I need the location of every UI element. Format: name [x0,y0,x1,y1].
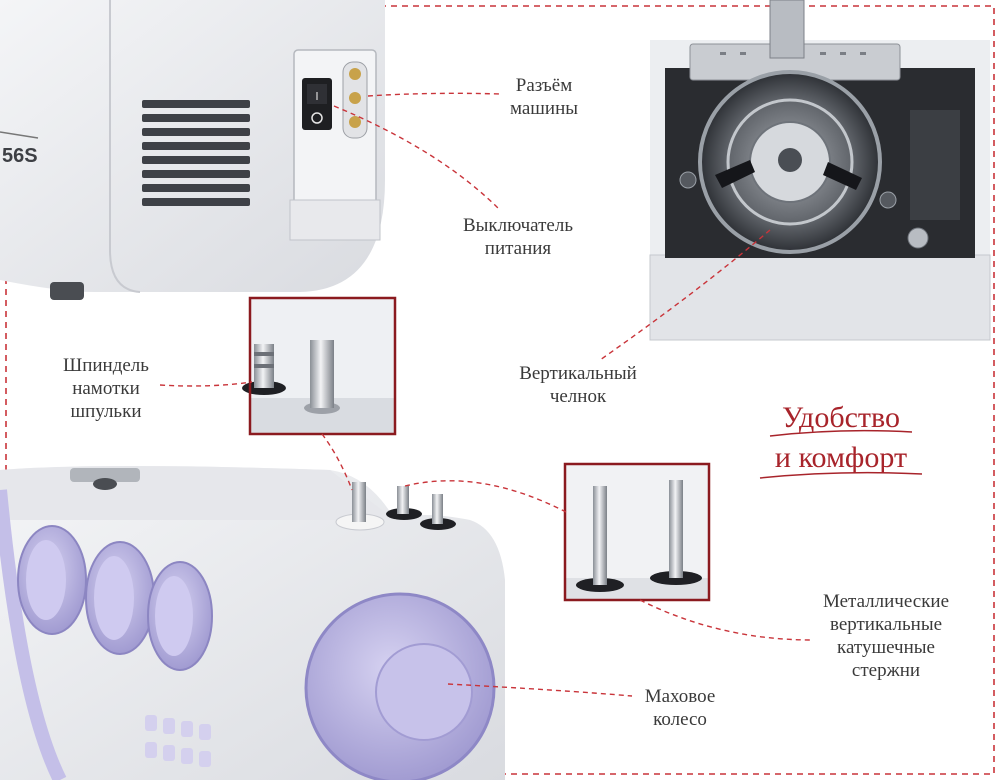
model-number-fragment: 56S [2,145,38,167]
label-spool-pins-line-3: катушечные [837,637,935,658]
label-spool-pins-line-1: Металлические [822,591,950,612]
label-bobbin-spindle-line-3: шпульки [70,401,142,422]
headline-line-2: и комфорт [774,441,908,474]
stitch-dial-3 [147,561,213,671]
label-handwheel: Маховое колесо [628,685,732,731]
leader-bobbin-to-top [321,433,353,491]
label-power-switch-line-2: питания [484,238,552,259]
stitch-dial-2 [85,541,155,655]
label-machine-connector-line-1: Разъём [515,75,573,96]
label-spool-pins-line-2: вертикальные [829,614,943,635]
label-vertical-shuttle-line-2: челнок [549,386,607,407]
spool-pins-inset [563,462,711,602]
label-machine-connector-line-2: машины [509,98,579,119]
headline-underline-2 [759,471,923,479]
headline-line-1: Удобство [782,401,900,434]
machine-connector-socket [342,61,368,139]
label-bobbin-spindle: Шпиндель намотки шпульки [46,354,166,423]
label-bobbin-spindle-line-1: Шпиндель [63,355,149,376]
leader-spool-inset [404,480,567,513]
leader-bobbin [159,381,253,387]
vent-grille [142,100,250,206]
label-spool-pins-line-4: стержни [851,660,921,681]
shuttle-photo [649,0,991,341]
headline: Удобство и комфорт [748,398,934,478]
bobbin-spindle-inset [242,296,397,436]
label-spool-pins: Металлические вертикальные катушечные ст… [806,590,966,682]
leader-lines [159,92,813,697]
leader-spool [639,599,813,641]
spool-pins [335,482,456,531]
stitch-dial-1 [17,525,87,635]
label-power-switch-line-1: Выключатель [462,215,573,236]
label-machine-connector: Разъём машины [498,74,590,120]
label-power-switch: Выключатель питания [448,214,588,260]
svg-text:I: I [315,90,318,103]
machine-side-photo: I 56S [0,0,385,300]
label-handwheel-line-2: колесо [653,709,707,730]
stitch-chart [145,715,211,767]
leader-handwheel [447,683,633,697]
leader-connector [367,92,501,97]
leader-shuttle [599,229,771,361]
headline-underline-1 [769,429,913,437]
label-handwheel-line-1: Маховое [644,686,716,707]
leader-switch [333,105,501,211]
machine-top-photo [0,466,505,780]
presser-foot [769,0,805,59]
handwheel [304,592,496,780]
label-vertical-shuttle-line-1: Вертикальный [519,363,637,384]
label-bobbin-spindle-line-2: намотки [72,378,140,399]
label-vertical-shuttle: Вертикальный челнок [505,362,651,408]
